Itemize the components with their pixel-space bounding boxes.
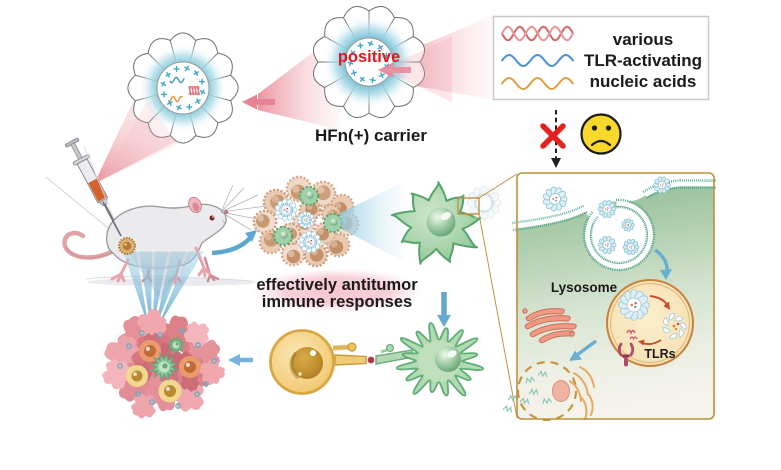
svg-text:TLR-activating: TLR-activating xyxy=(584,51,702,70)
svg-text:Lysosome: Lysosome xyxy=(551,280,618,295)
svg-text:nucleic acids: nucleic acids xyxy=(590,72,697,91)
svg-text:various: various xyxy=(613,30,673,49)
svg-text:effectively antitumor: effectively antitumor xyxy=(256,276,418,294)
svg-text:positive: positive xyxy=(338,48,400,66)
svg-text:TLRs: TLRs xyxy=(644,347,675,361)
svg-text:immune responses: immune responses xyxy=(262,293,412,311)
svg-text:HFn(+) carrier: HFn(+) carrier xyxy=(315,126,427,145)
